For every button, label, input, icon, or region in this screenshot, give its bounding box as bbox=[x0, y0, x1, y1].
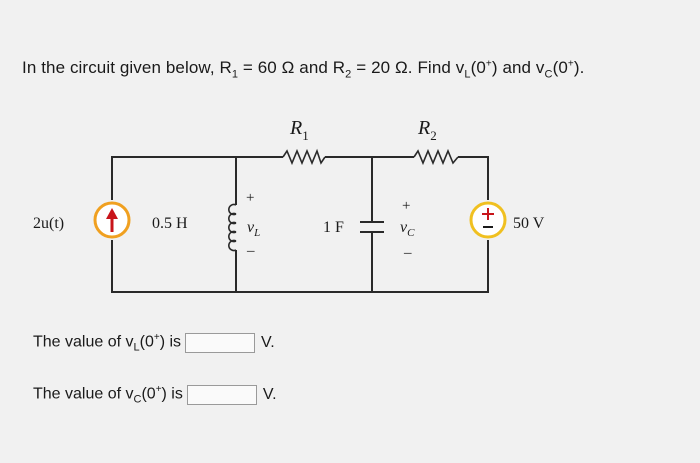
vl-minus: – bbox=[246, 243, 255, 259]
capacitor bbox=[360, 221, 384, 233]
circuit-wires bbox=[111, 156, 489, 293]
answer-row-vc: The value of vC(0+) is V. bbox=[33, 384, 277, 406]
inductor bbox=[228, 203, 237, 252]
r2-label: R2 bbox=[417, 117, 437, 143]
cap-label: 1 F bbox=[323, 219, 344, 236]
vl-plus: + bbox=[246, 190, 254, 206]
vc-unit: V. bbox=[262, 385, 277, 403]
vl-answer-input[interactable] bbox=[185, 332, 256, 353]
source-left-label: 2u(t) bbox=[33, 215, 64, 232]
r1-label: R1 bbox=[289, 117, 309, 143]
current-source-left bbox=[93, 201, 131, 239]
vl-unit: V. bbox=[261, 333, 275, 351]
vl-label: vL bbox=[247, 219, 260, 239]
vc-plus: + bbox=[402, 198, 410, 214]
voltage-source-right bbox=[469, 201, 507, 239]
vc-minus: – bbox=[403, 245, 412, 261]
answer-row-vl: The value of vL(0+) is V. bbox=[33, 332, 275, 354]
source-right-label: 50 V bbox=[513, 215, 545, 232]
vc-answer-input[interactable] bbox=[186, 384, 257, 405]
r2-resistor bbox=[413, 148, 459, 166]
inductor-label: 0.5 H bbox=[152, 215, 188, 232]
vc-label: vC bbox=[400, 219, 415, 239]
answer-vc-label: The value of vC(0+) is bbox=[33, 384, 183, 406]
question-text: In the circuit given below, R1 = 60 Ω an… bbox=[22, 58, 585, 81]
r1-resistor bbox=[282, 148, 326, 166]
answer-vl-label: The value of vL(0+) is bbox=[33, 332, 182, 354]
